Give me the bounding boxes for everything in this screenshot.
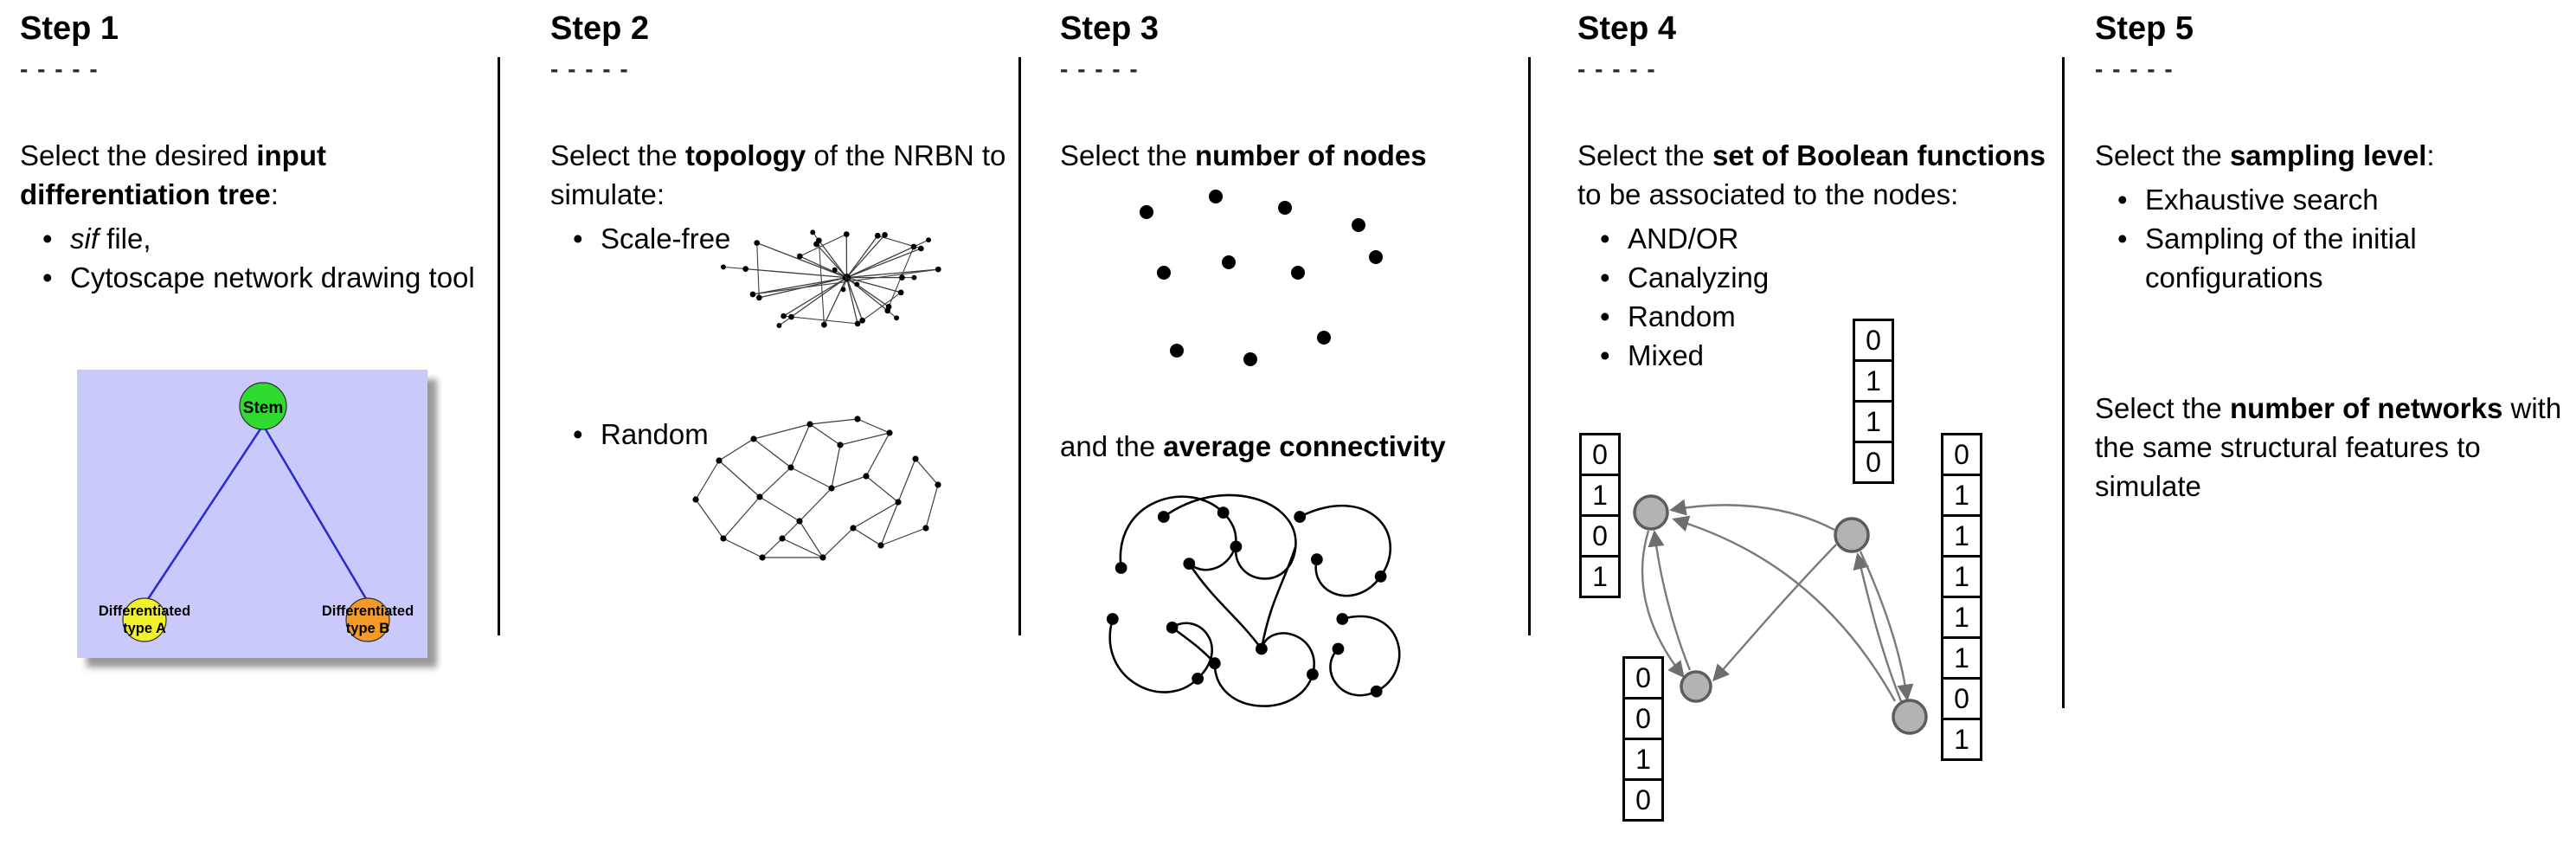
step-4-panel: Step 4 - - - - - Select the set of Boole… (1577, 0, 2053, 851)
stem-node (239, 382, 287, 430)
gene-node (1892, 699, 1928, 735)
step-1-instruction: Select the desired input differentiation… (20, 139, 326, 210)
truth-table-cell: 1 (1853, 400, 1894, 443)
step-5-panel: Step 5 - - - - - Select the sampling lev… (2095, 0, 2569, 851)
truth-table-cell: 1 (1941, 718, 1982, 761)
step-4-title: Step 4 (1577, 10, 1677, 47)
connectivity-tangle-illustration (1106, 493, 1401, 707)
truth-table-cell: 0 (1853, 319, 1894, 362)
boolean-function-option: Mixed (1577, 336, 2053, 375)
step-1-options: sif file, Cytoscape network drawing tool (20, 219, 491, 297)
truth-table-cell: 0 (1579, 514, 1621, 558)
truth-table-cell: 1 (1941, 474, 1982, 517)
random-network-illustration (692, 416, 941, 561)
step-3-title: Step 3 (1060, 10, 1160, 47)
differentiated-a-node (122, 597, 167, 642)
truth-table-cell: 1 (1853, 359, 1894, 403)
gene-node (1834, 517, 1870, 553)
nodes-dots-illustration (1140, 190, 1383, 366)
tree-edge-right (261, 424, 369, 603)
truth-table-cell: 1 (1579, 474, 1621, 517)
step-3-instruction-2: and the average connectivity (1060, 429, 1446, 462)
truth-table-cell: 1 (1941, 596, 1982, 639)
differentiated-a-label-line2: type A (123, 621, 166, 636)
truth-table-cell: 1 (1941, 514, 1982, 558)
step-1-panel: Step 1 - - - - - Select the desired inpu… (20, 0, 491, 851)
truth-table-cell: 0 (1853, 441, 1894, 484)
step-5-instruction-2: Select the number of networks with the s… (2095, 391, 2562, 502)
step-1-dashes: - - - - - (20, 55, 100, 82)
option-sif-file: sif file, (20, 219, 491, 258)
tree-edge-left (145, 424, 265, 603)
differentiation-tree-illustration: Stem Differentiated type A Differentiate… (77, 370, 427, 658)
gene-node (1680, 670, 1712, 703)
step-3-panel: Step 3 - - - - - Select the number of no… (1060, 0, 1523, 851)
column-divider (2062, 57, 2065, 708)
step-5-options: Exhaustive searchSampling of the initial… (2095, 180, 2569, 297)
step-4-instruction: Select the set of Boolean functions to b… (1577, 139, 2046, 210)
step-5-dashes: - - - - - (2095, 55, 2175, 82)
sampling-option: Exhaustive search (2095, 180, 2569, 219)
boolean-network-svg (1633, 494, 1928, 735)
step-2-panel: Step 2 - - - - - Select the topology of … (550, 0, 1013, 851)
gene-node (1633, 494, 1669, 531)
step-1-title: Step 1 (20, 10, 119, 47)
scale-free-network-illustration (720, 229, 941, 328)
truth-table-cell: 0 (1622, 697, 1664, 740)
regulation-arrows (1641, 499, 1914, 702)
option-random: Random (550, 415, 1013, 454)
column-divider (1528, 57, 1531, 635)
step-2-options: Scale-free Random (550, 219, 1013, 454)
option-scale-free: Scale-free (550, 219, 1013, 258)
differentiation-tree-svg: Stem Differentiated type A Differentiate… (77, 370, 427, 658)
truth-table-cell: 1 (1622, 738, 1664, 781)
differentiated-b-label-line2: type B (346, 621, 390, 636)
column-divider (498, 57, 500, 635)
stem-node-label: Stem (243, 399, 283, 417)
column-divider (1018, 57, 1021, 635)
truth-table-cell: 0 (1622, 656, 1664, 699)
step-5-title: Step 5 (2095, 10, 2194, 47)
step-4-dashes: - - - - - (1577, 55, 1657, 82)
truth-table-cell: 1 (1941, 555, 1982, 598)
truth-table-cell: 0 (1941, 677, 1982, 720)
differentiated-a-label-line1: Differentiated (99, 603, 190, 619)
step-4-options: AND/ORCanalyzingRandomMixed (1577, 219, 2053, 375)
truth-table-cell: 1 (1941, 636, 1982, 680)
step-3-dashes: - - - - - (1060, 55, 1140, 82)
boolean-function-option: Canalyzing (1577, 258, 2053, 297)
differentiated-b-node (345, 597, 390, 642)
boolean-function-option: Random (1577, 297, 2053, 336)
step-2-title: Step 2 (550, 10, 650, 47)
step-2-instruction: Select the topology of the NRBN to simul… (550, 139, 1006, 210)
step-2-dashes: - - - - - (550, 55, 630, 82)
step-5-instruction: Select the sampling level: (2095, 139, 2435, 171)
truth-table-cell: 0 (1941, 433, 1982, 476)
truth-table-cell: 1 (1579, 555, 1621, 598)
truth-table-cell: 0 (1622, 778, 1664, 822)
option-cytoscape: Cytoscape network drawing tool (20, 258, 491, 297)
truth-table-cell: 0 (1579, 433, 1621, 476)
differentiated-b-label-line1: Differentiated (322, 603, 414, 619)
boolean-function-option: AND/OR (1577, 219, 2053, 258)
step-3-instruction: Select the number of nodes (1060, 139, 1427, 171)
sampling-option: Sampling of the initial configurations (2095, 219, 2569, 297)
